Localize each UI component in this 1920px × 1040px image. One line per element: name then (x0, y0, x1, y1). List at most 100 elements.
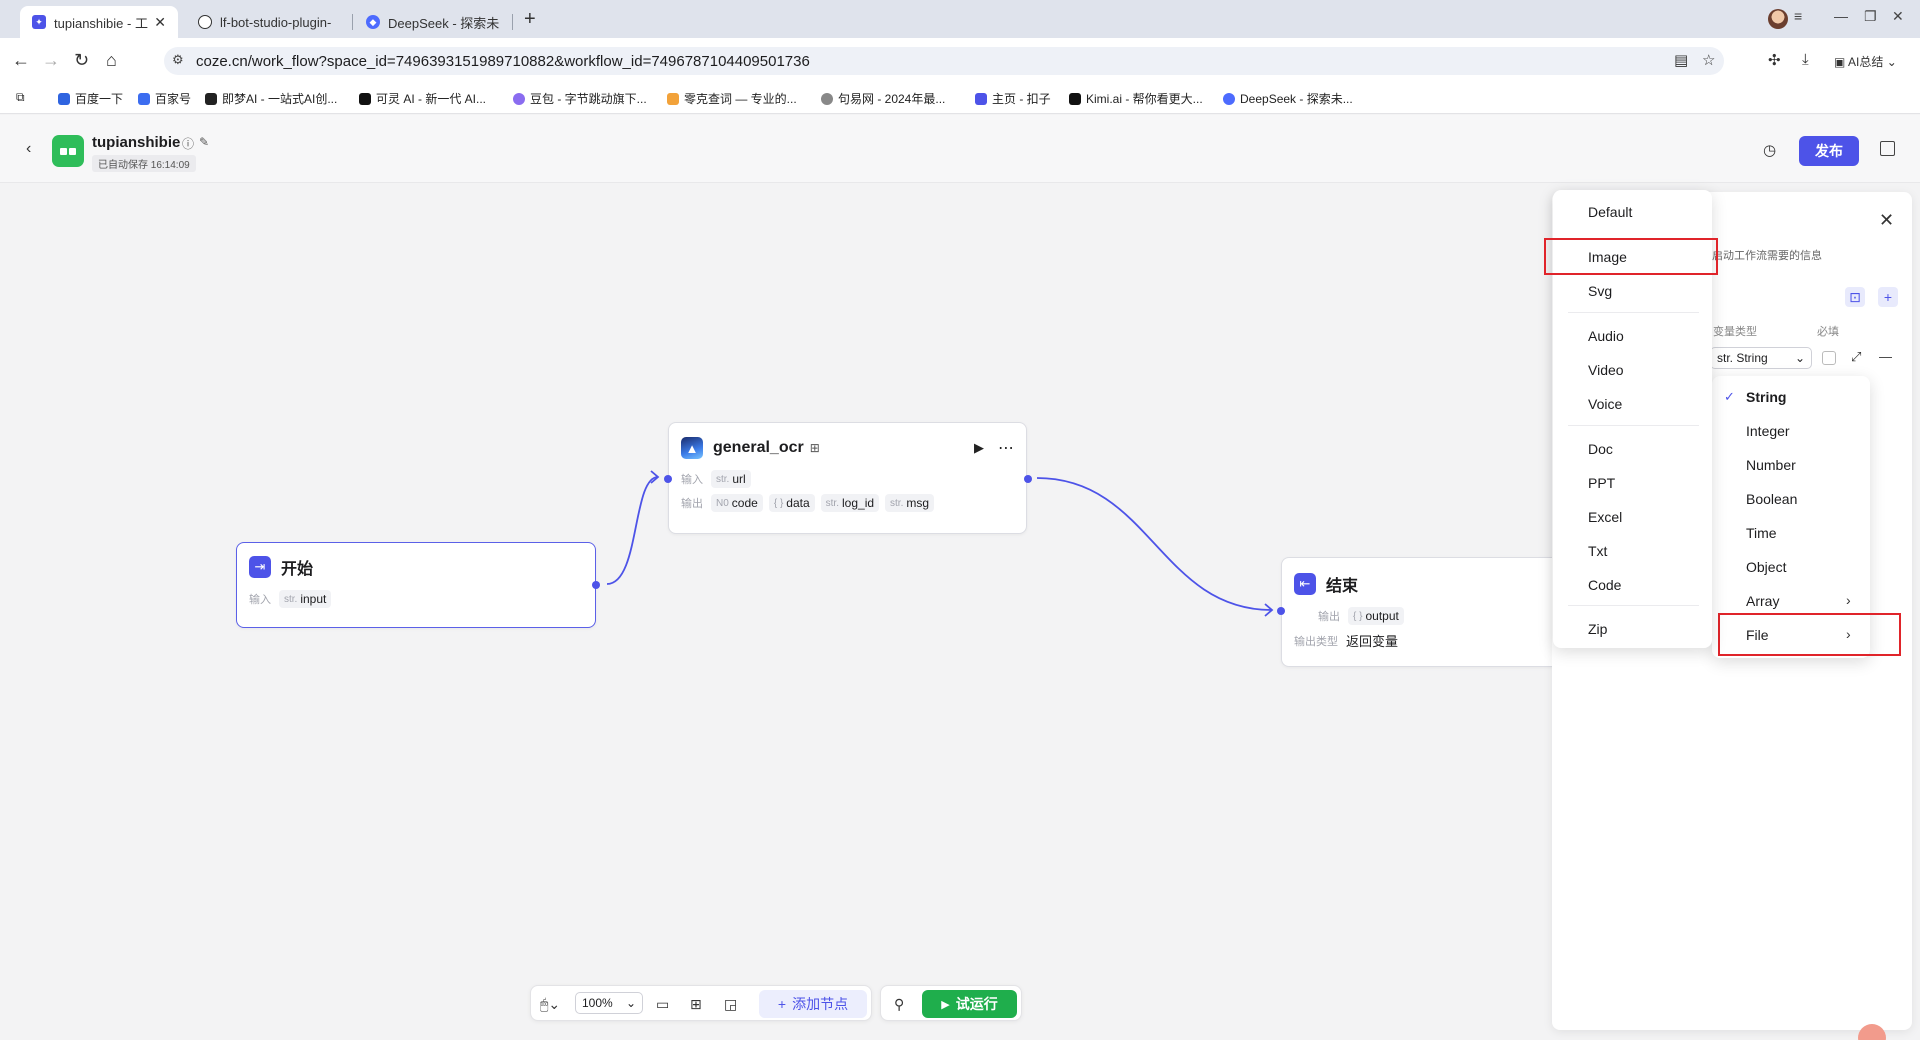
add-node-button[interactable]: + 添加节点 (759, 990, 867, 1018)
bookmark-item[interactable]: 百家号 (138, 90, 191, 107)
bookmark-item[interactable]: 百度一下 (58, 90, 123, 107)
output-label: 输出 (681, 498, 703, 510)
remove-variable-icon[interactable]: — (1879, 349, 1892, 364)
deepseek-icon (1223, 92, 1235, 105)
bookmark-item[interactable]: DeepSeek - 探索未... (1223, 90, 1353, 107)
file-option-txt[interactable]: Txt (1588, 543, 1608, 559)
file-option-zip[interactable]: Zip (1588, 621, 1608, 637)
back-chevron-icon[interactable]: ‹ (26, 140, 32, 157)
deepseek-favicon-icon: ◆ (366, 15, 380, 29)
close-tab-icon[interactable]: ✕ (154, 13, 166, 30)
info-icon[interactable]: ⓘ (182, 137, 195, 151)
type-option-file[interactable]: File (1746, 627, 1769, 643)
auto-layout-icon[interactable]: ⊞ (690, 996, 702, 1012)
browser-tab-active[interactable]: ✦ tupianshibie - 工 ✕ (20, 6, 178, 38)
assistant-avatar[interactable] (1858, 1024, 1886, 1040)
baidu-icon (58, 92, 70, 105)
param-chip: str.msg (885, 494, 935, 512)
bookmark-item[interactable]: 主页 - 扣子 (975, 90, 1051, 107)
file-option-default[interactable]: Default (1588, 204, 1633, 220)
kimi-icon (1069, 92, 1081, 105)
ocr-input-port[interactable] (664, 475, 672, 483)
back-icon[interactable]: ← (12, 50, 30, 70)
debug-tool-icon[interactable]: ⚲ (894, 996, 905, 1012)
type-option-boolean[interactable]: Boolean (1746, 491, 1798, 507)
publish-button[interactable]: 发布 (1799, 136, 1859, 166)
end-input-port[interactable] (1277, 607, 1285, 615)
test-run-button[interactable]: ▶ 试运行 (922, 990, 1017, 1018)
type-option-time[interactable]: Time (1746, 525, 1777, 541)
close-panel-icon[interactable]: ✕ (1879, 210, 1895, 230)
tab-separator (352, 14, 353, 30)
extensions-icon[interactable]: ✣ (1768, 52, 1781, 69)
browser-tab-3[interactable]: ◆ DeepSeek - 探索未至 (354, 6, 512, 38)
copy-icon[interactable] (1880, 141, 1895, 156)
type-option-object[interactable]: Object (1746, 559, 1787, 575)
browser-tab-strip (0, 0, 1920, 38)
edit-icon[interactable]: ✎ (199, 135, 210, 149)
end-node[interactable]: ⇤ 结束 输出 { }output 输出类型 返回变量 (1281, 557, 1561, 667)
minimap-icon[interactable]: ◲ (724, 996, 738, 1012)
more-icon[interactable]: ⋯ (998, 440, 1014, 457)
coze-favicon-icon: ✦ (32, 15, 46, 29)
node-title: 结束 (1326, 578, 1359, 595)
bookmark-star-icon[interactable]: ☆ (1702, 52, 1716, 69)
run-node-icon[interactable]: ▶ (974, 440, 984, 455)
restore-icon[interactable]: ❐ (1864, 8, 1877, 24)
start-output-port[interactable] (592, 581, 600, 589)
tab-search-icon[interactable]: ≡ (1794, 8, 1803, 24)
variable-type-select[interactable]: str. String ⌄ (1710, 347, 1812, 369)
bookmarks-bar (0, 84, 1920, 114)
bookmark-item[interactable]: 句易网 - 2024年最... (821, 90, 945, 107)
file-option-excel[interactable]: Excel (1588, 509, 1623, 525)
required-checkbox[interactable] (1822, 351, 1836, 365)
type-option-number[interactable]: Number (1746, 457, 1796, 473)
url-text: coze.cn/work_flow?space_id=7496393151989… (196, 52, 810, 70)
ocr-output-port[interactable] (1024, 475, 1032, 483)
column-type-header: 变量类型 (1713, 326, 1757, 338)
ai-summary-button[interactable]: ▣ AI总结 ⌄ (1834, 55, 1897, 69)
mouse-mode-icon[interactable]: 🖱⌄ (540, 996, 561, 1012)
zoom-select[interactable]: 100% ⌄ (575, 992, 643, 1014)
history-icon[interactable]: ◷ (1763, 142, 1777, 159)
comment-icon[interactable]: ▭ (656, 996, 670, 1012)
site-settings-icon[interactable]: ⚙ (172, 52, 184, 67)
bookmark-item[interactable]: 即梦AI - 一站式AI创... (205, 90, 337, 107)
reader-mode-icon[interactable]: ▤ (1674, 52, 1689, 69)
browser-tab-2[interactable]: lf-bot-studio-plugin- (186, 6, 352, 38)
bookmark-item[interactable]: 可灵 AI - 新一代 AI... (359, 90, 486, 107)
expand-icon[interactable]: ⤢ (1851, 349, 1862, 364)
bookmark-item[interactable]: 豆包 - 字节跳动旗下... (513, 90, 647, 107)
minimize-icon[interactable]: — (1834, 8, 1848, 24)
bookmark-item[interactable]: Kimi.ai - 帮你看更大... (1069, 90, 1203, 107)
file-option-image[interactable]: Image (1588, 249, 1627, 265)
add-variable-icon[interactable]: + (1878, 287, 1898, 307)
profile-avatar[interactable] (1768, 9, 1788, 29)
file-option-ppt[interactable]: PPT (1588, 475, 1616, 491)
close-window-icon[interactable]: ✕ (1892, 8, 1904, 24)
file-option-video[interactable]: Video (1588, 362, 1624, 378)
import-variable-icon[interactable]: ⊡ (1845, 287, 1865, 307)
input-label: 输入 (681, 474, 703, 486)
file-option-doc[interactable]: Doc (1588, 441, 1613, 457)
new-tab-icon[interactable]: + (524, 8, 536, 30)
type-option-integer[interactable]: Integer (1746, 423, 1790, 439)
home-icon[interactable]: ⌂ (106, 50, 117, 70)
forward-icon[interactable]: → (42, 50, 60, 70)
file-type-submenu (1553, 190, 1712, 648)
bookmark-item[interactable]: 零克查词 — 专业的... (667, 90, 797, 107)
file-option-svg[interactable]: Svg (1588, 283, 1613, 299)
type-option-string[interactable]: String (1746, 389, 1787, 405)
file-option-voice[interactable]: Voice (1588, 396, 1623, 412)
apps-icon[interactable]: ⧉ (16, 90, 25, 104)
type-option-array[interactable]: Array (1746, 593, 1780, 609)
file-option-code[interactable]: Code (1588, 577, 1622, 593)
reload-icon[interactable]: ↻ (74, 50, 90, 70)
start-node[interactable]: ⇥ 开始 输入 str.input (236, 542, 596, 628)
chevron-down-icon: ⌄ (625, 996, 636, 1010)
download-icon[interactable]: ⤓ (1802, 51, 1809, 68)
file-option-audio[interactable]: Audio (1588, 328, 1624, 344)
kling-icon (359, 92, 371, 105)
url-input[interactable]: coze.cn/work_flow?space_id=7496393151989… (164, 47, 1724, 75)
